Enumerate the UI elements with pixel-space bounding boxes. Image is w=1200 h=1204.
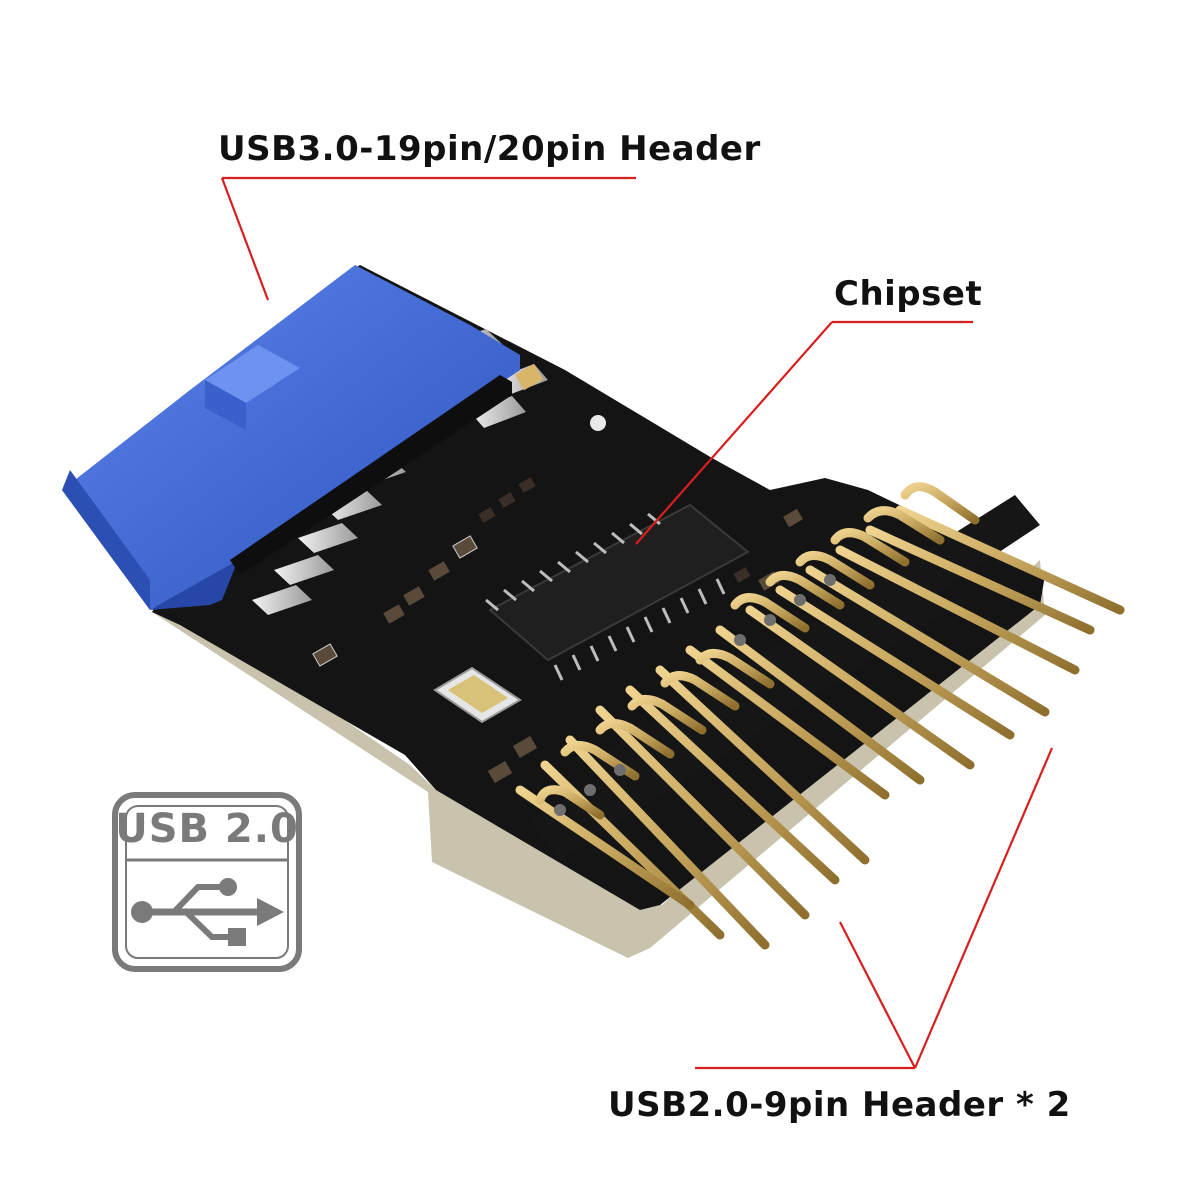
crystal-y1	[433, 666, 522, 724]
usb-trident-icon	[131, 878, 284, 946]
usb2-pin-headers	[515, 482, 1125, 950]
hub-chip	[485, 503, 750, 681]
usb3-header-label: USB3.0-19pin/20pin Header	[218, 129, 761, 169]
callout-lines	[220, 176, 1054, 1070]
usb-logo-text: USB 2.0	[115, 806, 299, 852]
usb3-connector	[62, 265, 520, 610]
usb-2-logo: USB 2.0	[112, 792, 302, 972]
chipset-label: Chipset	[834, 274, 983, 314]
usb2-header-label: USB2.0-9pin Header * 2	[608, 1085, 1071, 1125]
